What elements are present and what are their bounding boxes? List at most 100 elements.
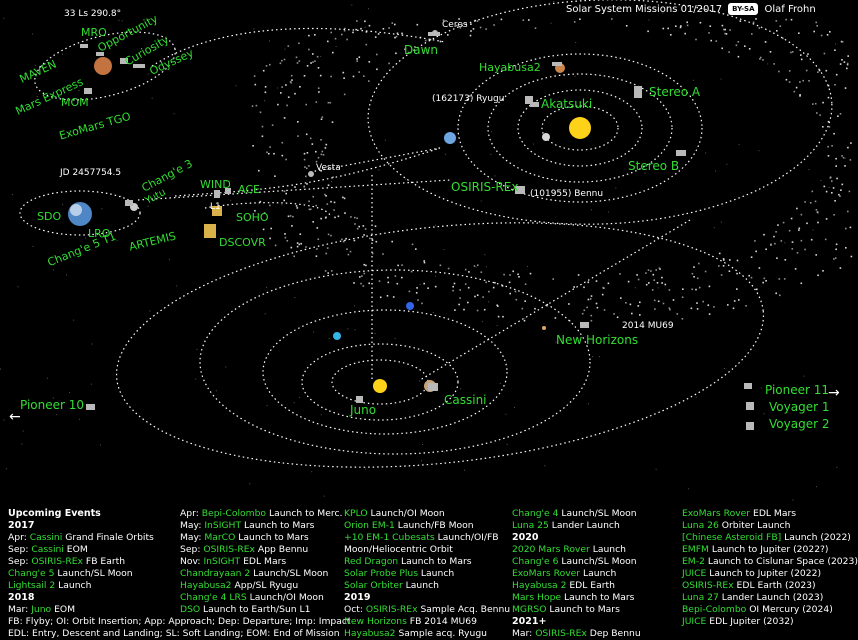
asteroid-dot <box>824 238 827 241</box>
asteroid-dot <box>439 40 442 43</box>
asteroid-dot <box>315 204 317 207</box>
star-dot <box>480 200 482 202</box>
asteroid-dot <box>483 308 486 311</box>
star-dot <box>31 33 33 35</box>
asteroid-dot <box>668 289 671 291</box>
asteroid-dot <box>595 302 598 305</box>
asteroid-dot <box>702 300 704 303</box>
asteroid-dot <box>840 40 843 43</box>
asteroid-dot <box>822 126 824 128</box>
asteroid-dot <box>459 297 461 299</box>
asteroid-dot <box>727 304 729 306</box>
asteroid-dot <box>305 103 307 106</box>
asteroid-dot <box>382 28 385 30</box>
asteroid-dot <box>696 308 699 310</box>
star-dot <box>365 468 367 470</box>
asteroid-dot <box>654 308 656 310</box>
asteroid-dot <box>573 286 575 288</box>
asteroid-dot <box>285 158 287 161</box>
asteroid-dot <box>296 245 299 248</box>
star-dot <box>101 208 103 210</box>
mars-craft-1 <box>80 44 88 48</box>
asteroid-dot <box>286 240 289 242</box>
event-mission: Chang'e 5 <box>8 568 55 579</box>
asteroid-dot <box>846 67 848 70</box>
asteroid-dot <box>343 77 345 79</box>
event-mission: Lightsail 2 <box>8 580 56 591</box>
asteroid-dot <box>264 91 267 94</box>
asteroid-dot <box>291 79 293 81</box>
event-row: Bepi-Colombo OI Mercury (2024) <box>682 604 858 616</box>
asteroid-dot <box>698 262 700 265</box>
asteroid-dot <box>476 20 479 22</box>
asteroid-dot <box>850 142 852 144</box>
asteroid-dot <box>708 285 711 288</box>
asteroid-dot <box>337 215 340 218</box>
event-detail: Launch/SL Moon <box>54 568 133 579</box>
event-detail: Launch (2022) <box>781 532 851 543</box>
event-detail: EDL Earth <box>566 580 615 591</box>
asteroid-dot <box>434 285 437 288</box>
asteroid-dot <box>785 18 787 21</box>
asteroid-dot <box>695 288 697 291</box>
event-mission: Hayabusa2 <box>344 628 396 639</box>
asteroid-dot <box>356 58 358 60</box>
star-dot <box>432 312 434 314</box>
asteroid-dot <box>325 252 327 255</box>
asteroid-dot <box>817 71 819 73</box>
star-dot <box>444 153 446 155</box>
uranus <box>333 332 341 340</box>
asteroid-dot <box>845 247 847 249</box>
asteroid-dot <box>343 29 346 32</box>
voyager2-craft <box>746 422 754 430</box>
asteroid-dot <box>775 231 777 233</box>
label-hayabusa2: Hayabusa2 <box>479 61 541 74</box>
asteroid-dot <box>363 272 366 275</box>
asteroid-dot <box>736 259 739 262</box>
link-outer2 <box>419 219 691 381</box>
asteroid-dot <box>359 276 361 278</box>
asteroid-dot <box>755 250 757 253</box>
asteroid-dot <box>762 59 764 61</box>
star-dot <box>266 286 268 288</box>
asteroid-dot <box>476 294 479 296</box>
asteroid-dot <box>721 47 723 50</box>
asteroid-dot <box>809 202 812 204</box>
asteroid-dot <box>672 299 675 301</box>
asteroid-dot <box>763 233 765 236</box>
asteroid-dot <box>266 151 268 154</box>
star-dot <box>835 43 836 45</box>
event-mission: Luna 27 <box>682 592 719 603</box>
license-badge: BY-SA <box>728 3 759 15</box>
arrow-right-icon: → <box>828 385 840 401</box>
event-mission: +10 EM-1 Cubesats <box>344 532 435 543</box>
asteroid-dot <box>698 286 701 289</box>
event-row: Chang'e 4 Launch/SL Moon <box>512 508 641 520</box>
event-detail: Launch <box>589 544 627 555</box>
event-mission: DSO <box>180 604 201 615</box>
star-dot <box>46 377 48 379</box>
star-dot <box>419 380 421 382</box>
event-row: 2017 <box>8 520 35 531</box>
star-dot <box>173 113 175 115</box>
asteroid-dot <box>669 308 671 311</box>
asteroid-dot <box>586 306 588 309</box>
asteroid-dot <box>529 272 532 275</box>
asteroid-dot <box>846 62 849 65</box>
asteroid-dot <box>343 93 346 96</box>
asteroid-dot <box>841 41 844 43</box>
event-detail: Launch <box>418 568 455 579</box>
asteroid-dot <box>762 281 764 284</box>
asteroid-dot <box>834 84 836 86</box>
star-dot <box>56 414 58 416</box>
asteroid-dot <box>327 40 329 43</box>
star-dot <box>269 40 270 42</box>
star-dot <box>5 468 7 470</box>
asteroid-dot <box>524 283 527 285</box>
asteroid-dot <box>376 68 378 71</box>
asteroid-dot <box>485 281 487 284</box>
asteroid-dot <box>290 74 293 77</box>
asteroid-dot <box>470 30 472 32</box>
asteroid-dot <box>305 246 307 248</box>
voyager1-craft <box>746 402 754 410</box>
